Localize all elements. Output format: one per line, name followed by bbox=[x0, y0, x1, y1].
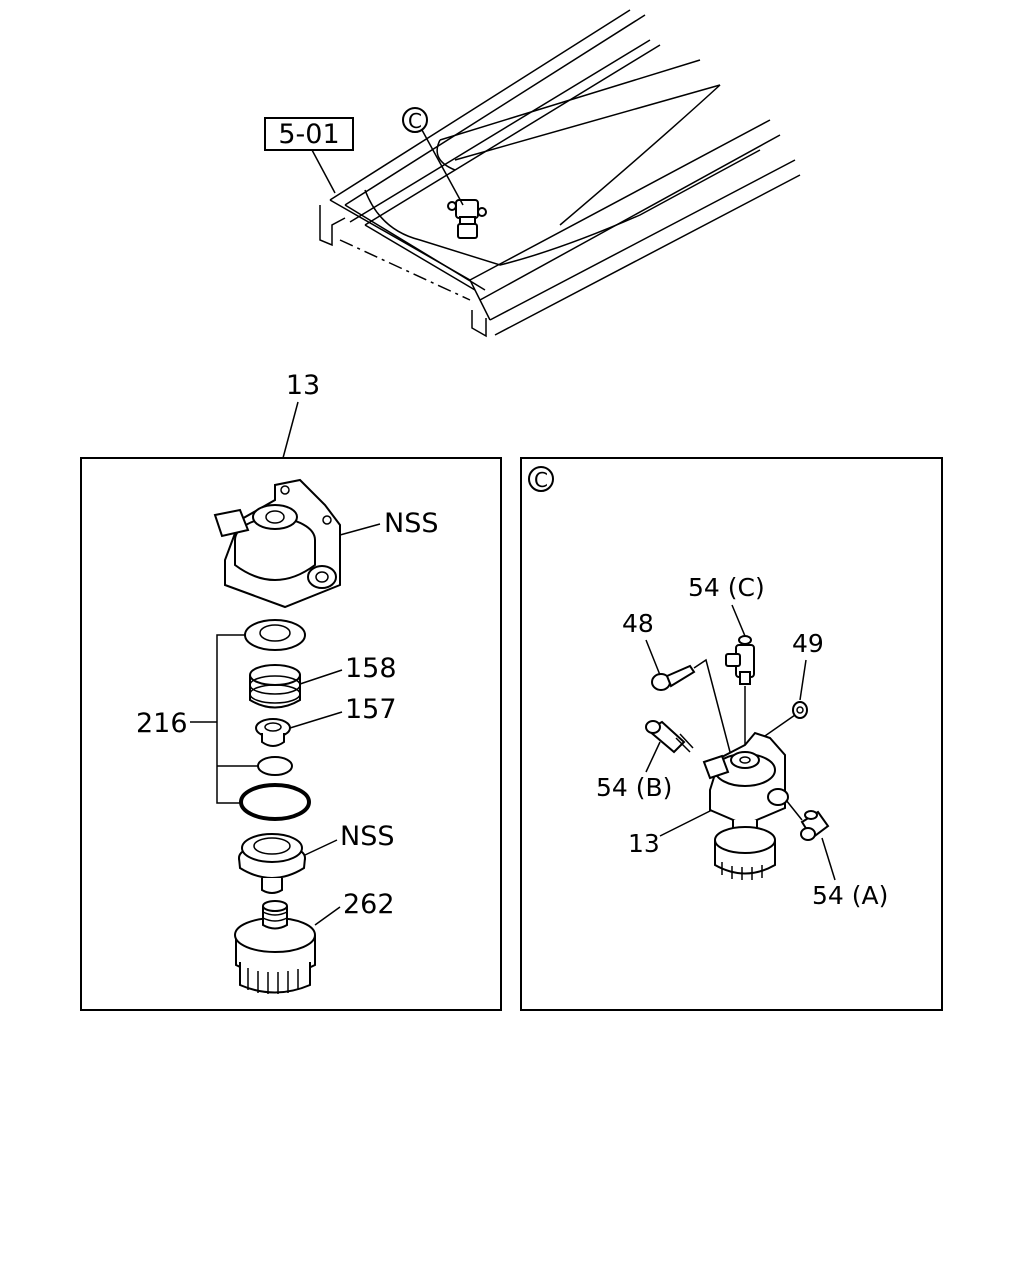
spring-158-part bbox=[249, 664, 301, 709]
assembled-filter-13-part bbox=[702, 731, 789, 880]
tee-fitting-54c-part bbox=[725, 635, 755, 685]
filter-on-frame-icon bbox=[447, 199, 487, 239]
part-49-label: 49 bbox=[792, 629, 824, 658]
assembly-13-label: 13 bbox=[286, 370, 320, 401]
nss-top-label: NSS bbox=[384, 508, 438, 539]
part-216-label: 216 bbox=[136, 708, 188, 739]
fitting-54b-part bbox=[645, 720, 694, 754]
large-o-ring-part bbox=[239, 783, 311, 821]
right-detail-panel: C 54 (C) 48 49 bbox=[520, 457, 943, 1011]
small-o-ring-part bbox=[257, 756, 293, 776]
elbow-fitting-54a-part bbox=[800, 810, 830, 841]
part-13-label: 13 bbox=[628, 829, 660, 858]
frame-reference-box: 5-01 bbox=[264, 117, 354, 194]
panel-c-marker: C bbox=[528, 466, 554, 492]
filter-element-262-part bbox=[234, 900, 316, 994]
part-54a-label: 54 (A) bbox=[812, 881, 888, 910]
detail-c-marker-label: C bbox=[408, 109, 422, 133]
part-157-label: 157 bbox=[345, 694, 397, 725]
filter-bowl-part bbox=[238, 833, 306, 894]
seal-157-part bbox=[255, 718, 291, 747]
kit-216-bracket bbox=[190, 634, 258, 804]
part-48-label: 48 bbox=[622, 609, 654, 638]
part-262-label: 262 bbox=[343, 889, 395, 920]
chassis-frame bbox=[319, 9, 801, 338]
part-54b-label: 54 (B) bbox=[596, 773, 672, 802]
nut-49-part bbox=[792, 701, 808, 719]
part-54c-label: 54 (C) bbox=[688, 573, 765, 602]
left-exploded-panel: 13 NSS 158 bbox=[80, 370, 502, 1011]
frame-reference-label: 5-01 bbox=[278, 119, 339, 150]
filter-head-part bbox=[213, 478, 341, 609]
panel-c-marker-label: C bbox=[534, 468, 548, 492]
nss-bottom-label: NSS bbox=[340, 821, 394, 852]
bolt-48-part bbox=[651, 664, 696, 691]
detail-c-marker: C bbox=[402, 107, 464, 206]
part-158-label: 158 bbox=[345, 653, 397, 684]
washer-part bbox=[244, 619, 306, 651]
